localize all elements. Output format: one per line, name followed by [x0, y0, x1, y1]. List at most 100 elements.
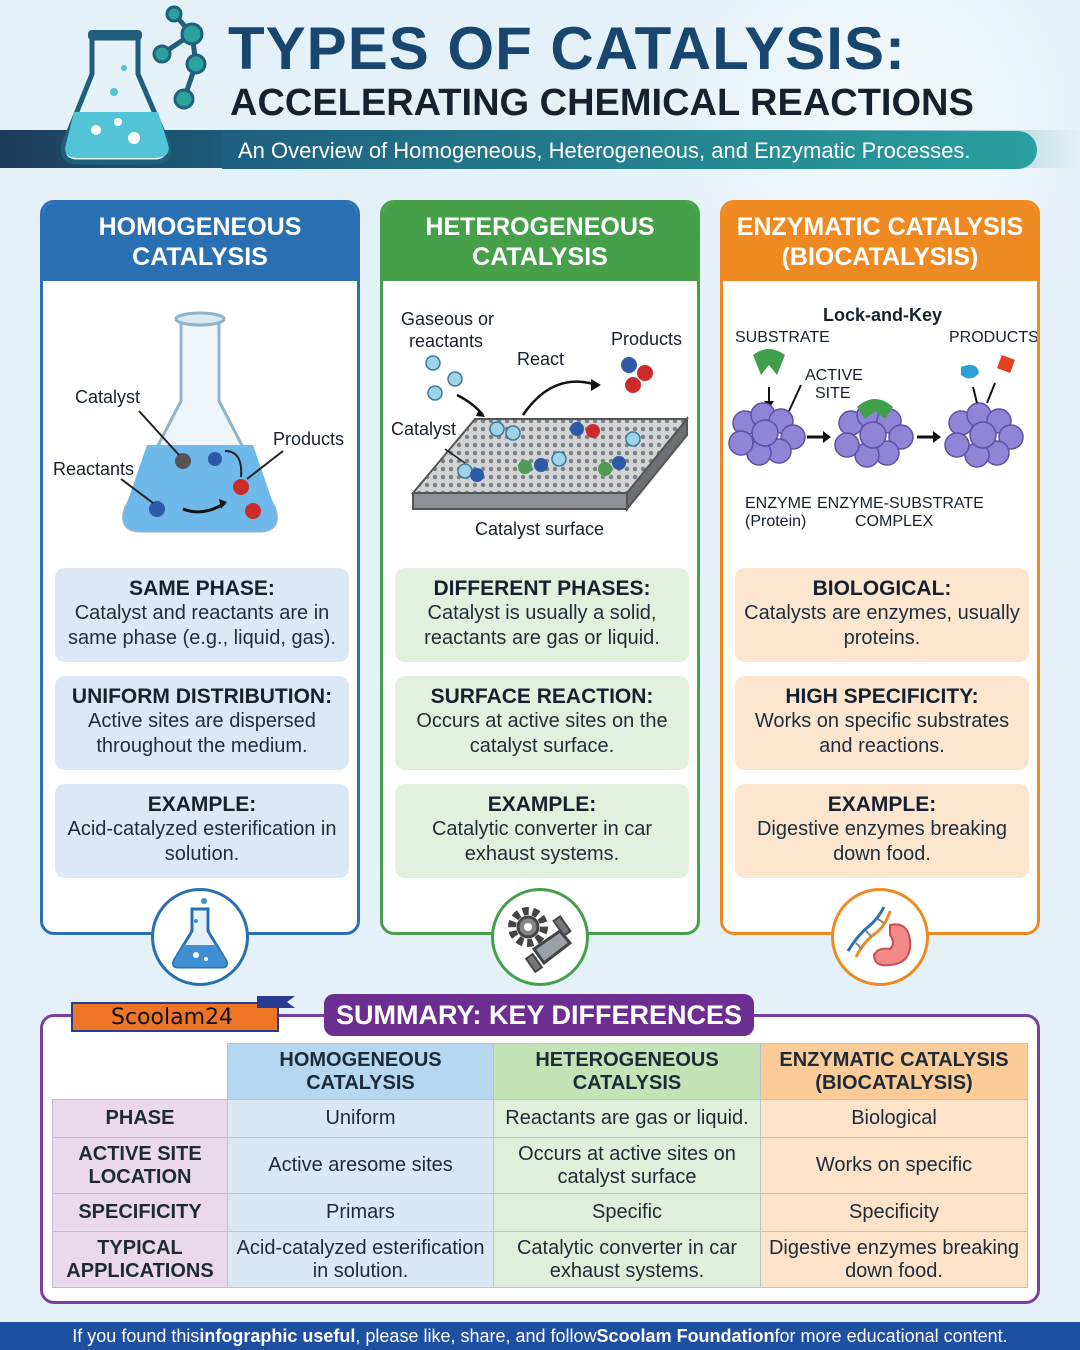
- footer-text-pre: If you found this: [72, 1325, 200, 1346]
- row-label-active-site: ACTIVE SITE LOCATION: [52, 1137, 228, 1194]
- label-reactants: reactants: [409, 331, 484, 351]
- enzymatic-panel: ENZYMATIC CATALYSIS (BIOCATALYSIS): [720, 200, 1040, 935]
- info-box-title: EXAMPLE:: [147, 793, 257, 816]
- subtitle-bar: [222, 131, 1037, 169]
- table-cell: Acid-catalyzed esterification in solutio…: [227, 1231, 494, 1288]
- info-box-text: Works on specific substrates and reactio…: [754, 710, 1010, 757]
- footer-banner: If you found this infographic useful, pl…: [0, 1322, 1080, 1350]
- label-products: Products: [611, 329, 683, 349]
- info-box-title: DIFFERENT PHASES:: [433, 577, 651, 600]
- label-enzyme: ENZYME: [745, 495, 812, 512]
- enzymatic-illustration: Lock-and-Key SUBSTRATE ACTIVE SITE PRODU…: [723, 281, 1037, 557]
- info-box-example: EXAMPLE: Acid-catalyzed esterification i…: [55, 784, 349, 878]
- info-box-different-phases: DIFFERENT PHASES: Catalyst is usually a …: [395, 568, 689, 662]
- homogeneous-medal: [151, 888, 249, 986]
- label-products: Products: [273, 429, 345, 449]
- info-box-title: EXAMPLE:: [827, 793, 937, 816]
- row-label-phase: PHASE: [52, 1099, 228, 1138]
- table-corner: [53, 1044, 228, 1100]
- footer-text-mid: , please like, share, and follow: [355, 1325, 597, 1346]
- header-heterogeneous: HETEROGENEOUS CATALYSIS: [493, 1043, 761, 1100]
- info-box-text: Acid-catalyzed esterification in solutio…: [67, 818, 337, 865]
- info-box-biological: BIOLOGICAL: Catalysts are enzymes, usual…: [735, 568, 1029, 662]
- page-title-secondary: ACCELERATING CHEMICAL REACTIONS: [230, 82, 974, 124]
- info-box-high-specificity: HIGH SPECIFICITY: Works on specific subs…: [735, 676, 1029, 770]
- info-box-uniform-distribution: UNIFORM DISTRIBUTION: Active sites are d…: [55, 676, 349, 770]
- table-row: PHASE Uniform Reactants are gas or liqui…: [52, 1099, 1028, 1138]
- table-cell: Specificity: [760, 1193, 1028, 1232]
- info-box-text: Active sites are dispersed throughout th…: [88, 710, 316, 757]
- flag-icon: [257, 996, 295, 1008]
- table-cell: Primars: [227, 1193, 494, 1232]
- flask-icon: [172, 898, 228, 969]
- table-cell: Uniform: [227, 1099, 494, 1138]
- table-row: SPECIFICITY Primars Specific Specificity: [52, 1193, 1028, 1232]
- label-gaseous: Gaseous or: [401, 309, 495, 329]
- gear-converter-icon: [508, 907, 573, 974]
- table-header-row: HOMOGENEOUS CATALYSIS HETEROGENEOUS CATA…: [53, 1043, 1028, 1100]
- heterogeneous-panel: HETEROGENEOUS CATALYSIS: [380, 200, 700, 935]
- info-box-title: EXAMPLE:: [487, 793, 597, 816]
- info-box-title: HIGH SPECIFICITY:: [785, 685, 979, 708]
- label-react: React: [517, 349, 565, 369]
- info-box-text: Catalytic converter in car exhaust syste…: [431, 818, 653, 865]
- footer-text-bold1: infographic useful: [199, 1325, 356, 1346]
- info-box-title: BIOLOGICAL:: [812, 577, 952, 600]
- info-box-title: UNIFORM DISTRIBUTION:: [71, 685, 333, 708]
- flask-illustration-icon: [120, 311, 284, 533]
- info-box-example: EXAMPLE: Catalytic converter in car exha…: [395, 784, 689, 878]
- homogeneous-panel: HOMOGENEOUS CATALYSIS Catalyst Reactants…: [40, 200, 360, 935]
- info-box-example: EXAMPLE: Digestive enzymes breaking down…: [735, 784, 1029, 878]
- info-box-text: Catalyst and reactants are in same phase…: [68, 602, 336, 649]
- row-label-applications: TYPICAL APPLICATIONS: [52, 1231, 228, 1288]
- page-subtitle: An Overview of Homogeneous, Heterogeneou…: [238, 138, 971, 163]
- heterogeneous-heading: HETEROGENEOUS CATALYSIS: [383, 203, 697, 281]
- page-title: TYPES OF CATALYSIS:: [228, 15, 906, 82]
- homogeneous-illustration: Catalyst Reactants Products: [43, 281, 357, 557]
- table-cell: Works on specific: [760, 1137, 1028, 1194]
- label-lock-and-key: Lock-and-Key: [823, 305, 943, 325]
- table-cell: Specific: [493, 1193, 761, 1232]
- summary-table: HOMOGENEOUS CATALYSIS HETEROGENEOUS CATA…: [52, 1043, 1028, 1288]
- info-box-same-phase: SAME PHASE: Catalyst and reactants are i…: [55, 568, 349, 662]
- homogeneous-heading: HOMOGENEOUS CATALYSIS: [43, 203, 357, 281]
- row-label-specificity: SPECIFICITY: [52, 1193, 228, 1232]
- info-box-title: SAME PHASE:: [129, 577, 275, 600]
- label-substrate: SUBSTRATE: [735, 329, 830, 346]
- label-catalyst: Catalyst: [391, 419, 457, 439]
- label-catalyst: Catalyst: [75, 387, 141, 407]
- summary-title: SUMMARY: KEY DIFFERENCES: [324, 994, 754, 1036]
- label-products: PRODUCTS: [949, 329, 1039, 346]
- brand-tag: Scoolam24: [71, 1002, 279, 1032]
- header-homogeneous: HOMOGENEOUS CATALYSIS: [227, 1043, 494, 1100]
- table-cell: Reactants are gas or liquid.: [493, 1099, 761, 1138]
- info-box-surface-reaction: SURFACE REACTION: Occurs at active sites…: [395, 676, 689, 770]
- info-box-text: Digestive enzymes breaking down food.: [756, 818, 1008, 865]
- footer-text-bold2: Scoolam Foundation: [596, 1325, 775, 1346]
- label-catalyst-surface: Catalyst surface: [475, 519, 605, 539]
- table-cell: Catalytic converter in car exhaust syste…: [493, 1231, 761, 1288]
- label-complex: COMPLEX: [855, 513, 934, 530]
- info-box-text: Catalysts are enzymes, usually proteins.: [744, 602, 1020, 649]
- table-row: TYPICAL APPLICATIONS Acid-catalyzed este…: [52, 1231, 1028, 1288]
- enzymatic-heading: ENZYMATIC CATALYSIS (BIOCATALYSIS): [723, 203, 1037, 281]
- label-protein: (Protein): [745, 513, 807, 530]
- table-row: ACTIVE SITE LOCATION Active aresome site…: [52, 1137, 1028, 1194]
- table-cell: Active aresome sites: [227, 1137, 494, 1194]
- lock-and-key-illustration-icon: [728, 349, 1024, 468]
- heterogeneous-illustration: Gaseous or reactants React Products Cata…: [383, 281, 697, 557]
- table-cell: Occurs at active sites on catalyst surfa…: [493, 1137, 761, 1194]
- label-reactants: Reactants: [53, 459, 135, 479]
- catalyst-surface-illustration-icon: [410, 355, 690, 512]
- table-cell: Biological: [760, 1099, 1028, 1138]
- info-box-text: Catalyst is usually a solid, reactants a…: [424, 602, 660, 649]
- flask-molecule-logo-icon: [60, 5, 207, 165]
- label-site: SITE: [815, 385, 851, 402]
- enzymatic-medal: [831, 888, 929, 986]
- info-box-text: Occurs at active sites on the catalyst s…: [416, 710, 668, 757]
- table-cell: Digestive enzymes breaking down food.: [760, 1231, 1028, 1288]
- footer-text-post: for more educational content.: [774, 1325, 1008, 1346]
- heterogeneous-medal: [491, 888, 589, 986]
- dna-stomach-icon: [846, 906, 912, 967]
- header-enzymatic: ENZYMATIC CATALYSIS (BIOCATALYSIS): [760, 1043, 1028, 1100]
